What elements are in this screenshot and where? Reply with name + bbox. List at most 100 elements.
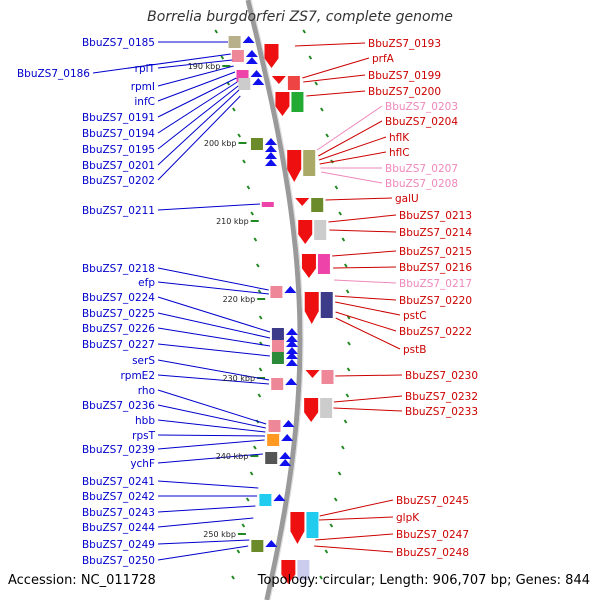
gene-label-BbuZS7_0217: BbuZS7_0217 xyxy=(399,278,472,290)
gene-block xyxy=(306,512,319,538)
gene-label-BbuZS7_0215: BbuZS7_0215 xyxy=(399,246,472,258)
gene-label-rpmI: rpmI xyxy=(131,81,155,93)
reverse-arrow xyxy=(305,370,320,378)
reverse-arrow xyxy=(298,220,313,244)
reverse-arrow xyxy=(304,398,319,422)
gene-block xyxy=(259,494,272,506)
leader-line xyxy=(157,480,259,489)
gene-block xyxy=(271,328,284,340)
map-title: Borrelia burgdorferi ZS7, complete genom… xyxy=(147,9,453,25)
gene-label-BbuZS7_0216: BbuZS7_0216 xyxy=(399,262,472,274)
gene-block xyxy=(271,352,284,364)
gene-label-pstB: pstB xyxy=(403,344,426,356)
ring-tick xyxy=(214,29,219,34)
gene-label-hflC: hflC xyxy=(389,147,410,159)
leader-line xyxy=(157,419,266,433)
ring-tick xyxy=(319,575,323,580)
leader-line xyxy=(294,42,366,47)
leader-line xyxy=(321,171,383,184)
leader-line xyxy=(333,266,397,269)
gene-label-BbuZS7_0249: BbuZS7_0249 xyxy=(82,539,155,551)
gene-label-BbuZS7_0207: BbuZS7_0207 xyxy=(385,163,458,175)
leader-line xyxy=(157,296,271,333)
forward-arrow xyxy=(264,145,277,152)
gene-label-BbuZS7_0191: BbuZS7_0191 xyxy=(82,112,155,124)
leader-line xyxy=(319,516,394,521)
leader-line xyxy=(333,279,397,284)
gene-label-prfA: prfA xyxy=(372,53,395,65)
gene-block xyxy=(320,398,333,418)
leader-line xyxy=(318,120,383,157)
leader-line xyxy=(157,539,250,545)
gene-label-BbuZS7_0208: BbuZS7_0208 xyxy=(385,178,458,190)
leader-line xyxy=(157,89,240,166)
forward-arrow xyxy=(265,540,278,547)
gene-label-BbuZS7_0222: BbuZS7_0222 xyxy=(399,326,472,338)
gene-label-BbuZS7_0186: BbuZS7_0186 xyxy=(17,68,90,80)
gene-block xyxy=(297,560,310,580)
ring-tick xyxy=(242,159,246,164)
gene-label-BbuZS7_0233: BbuZS7_0233 xyxy=(405,406,478,418)
ring-tick xyxy=(237,133,242,138)
scale-label: 230 kbp xyxy=(222,374,255,383)
gene-label-infC: infC xyxy=(134,96,155,108)
leader-line xyxy=(92,53,231,74)
forward-arrow xyxy=(285,378,298,385)
reverse-arrow xyxy=(290,512,305,544)
scale-label: 200 kbp xyxy=(204,139,237,148)
gene-label-BbuZS7_0199: BbuZS7_0199 xyxy=(368,70,441,82)
forward-arrow xyxy=(273,494,286,501)
ring-tick xyxy=(345,289,350,294)
ring-tick xyxy=(232,107,236,112)
leader-line xyxy=(157,327,271,347)
gene-label-BbuZS7_0225: BbuZS7_0225 xyxy=(82,308,155,320)
leader-line xyxy=(329,229,397,233)
ring-tick xyxy=(246,185,251,190)
leader-line xyxy=(318,136,387,161)
leader-line xyxy=(335,301,401,316)
forward-arrow xyxy=(281,434,294,441)
leader-line xyxy=(319,151,387,165)
gene-block xyxy=(231,50,244,62)
leader-line xyxy=(157,81,238,134)
leader-line xyxy=(333,395,403,403)
gene-label-BbuZS7_0248: BbuZS7_0248 xyxy=(396,547,469,559)
ring-tick xyxy=(329,523,334,528)
gene-label-rho: rho xyxy=(138,385,155,397)
leader-line xyxy=(157,77,237,118)
gene-label-serS: serS xyxy=(132,355,155,367)
gene-label-BbuZS7_0185: BbuZS7_0185 xyxy=(82,37,155,49)
ring-tick xyxy=(324,549,329,554)
leader-line xyxy=(157,65,234,87)
reverse-arrow xyxy=(281,560,296,584)
ring-tick xyxy=(245,497,250,502)
gene-label-rpsT: rpsT xyxy=(132,430,155,442)
ring-tick xyxy=(334,185,339,190)
gene-label-rpmE2: rpmE2 xyxy=(120,370,155,382)
gene-label-BbuZS7_0227: BbuZS7_0227 xyxy=(82,339,155,351)
genome-backbone-highlight xyxy=(250,0,304,601)
gene-label-BbuZS7_0244: BbuZS7_0244 xyxy=(82,522,155,534)
gene-label-BbuZS7_0224: BbuZS7_0224 xyxy=(82,292,155,304)
ring-tick xyxy=(325,133,330,138)
ring-tick xyxy=(257,289,262,294)
forward-arrow xyxy=(250,70,263,77)
gene-block xyxy=(317,254,330,274)
scale-label: 220 kbp xyxy=(223,295,256,304)
scale-label: 240 kbp xyxy=(216,452,249,461)
gene-block xyxy=(321,370,334,384)
ring-tick xyxy=(220,55,225,60)
gene-label-galU: galU xyxy=(395,193,419,205)
gene-label-BbuZS7_0232: BbuZS7_0232 xyxy=(405,391,478,403)
forward-arrow xyxy=(264,152,277,159)
ring-tick xyxy=(241,523,246,528)
forward-arrow xyxy=(264,159,277,166)
gene-label-BbuZS7_0243: BbuZS7_0243 xyxy=(82,507,155,519)
gene-label-hflK: hflK xyxy=(389,132,410,144)
gene-block xyxy=(261,202,274,207)
forward-arrow xyxy=(279,452,292,459)
leader-line xyxy=(157,545,249,561)
leader-line xyxy=(157,85,239,150)
leader-line xyxy=(157,267,269,291)
ring-tick xyxy=(250,211,255,216)
